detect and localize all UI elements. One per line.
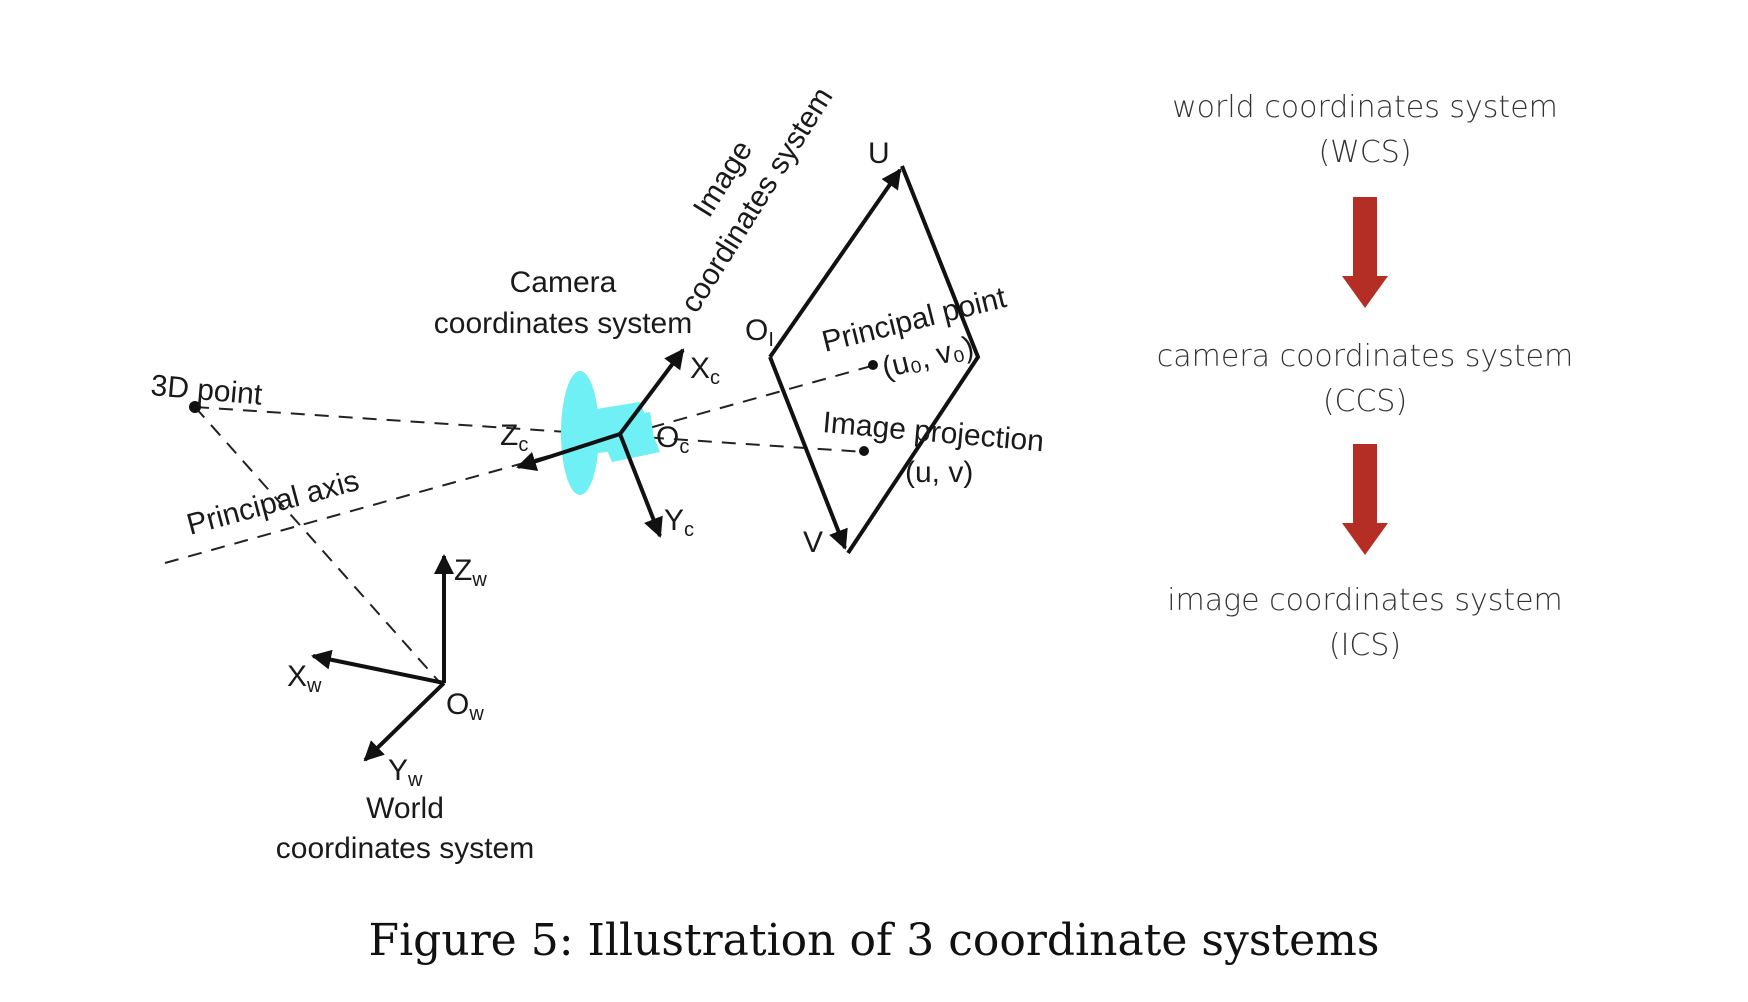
camera-system-label-line2: coordinates system <box>434 307 692 340</box>
3d-point-marker <box>189 401 201 413</box>
world-to-point-line <box>194 406 443 686</box>
figure-caption: Figure 5: Illustration of 3 coordinate s… <box>369 915 1380 966</box>
principal-point-marker <box>868 360 878 370</box>
xc-label: Xc <box>690 352 720 389</box>
flow-step-ics-line2: (ICS) <box>1329 628 1401 663</box>
yc-axis-arrow <box>618 433 663 538</box>
xw-axis-arrow <box>311 649 445 685</box>
v-label: V <box>803 526 823 559</box>
down-arrow-icon <box>1342 197 1388 308</box>
down-arrow-icon <box>1342 444 1388 555</box>
flow-step-wcs-line1: world coordinates system <box>1172 90 1558 125</box>
world-system-label-line2: coordinates system <box>276 832 534 865</box>
flow-panel: world coordinates system (WCS) camera co… <box>1157 90 1573 663</box>
image-plane-frame <box>846 165 981 555</box>
yc-label: Yc <box>664 504 694 541</box>
yw-axis-arrow <box>363 681 446 762</box>
3d-point-label: 3D point <box>149 369 264 412</box>
flow-step-wcs-line2: (WCS) <box>1318 135 1411 170</box>
zc-axis-arrow <box>516 432 621 471</box>
u-axis-arrow <box>768 168 902 359</box>
oi-label: OI <box>745 314 774 351</box>
xc-axis-arrow <box>618 348 685 436</box>
flow-step-ics-line1: image coordinates system <box>1167 583 1563 618</box>
image-projection-marker <box>859 446 869 456</box>
zc-label: Zc <box>500 419 528 456</box>
principal-axis-line <box>164 364 876 564</box>
camera-system-label-line1: Camera <box>510 266 617 299</box>
camera-icon <box>561 371 660 495</box>
image-projection-coords: (u, v) <box>905 456 973 489</box>
ow-label: Ow <box>446 688 484 725</box>
image-system-label: Image coordinates system <box>674 82 839 319</box>
xw-label: Xw <box>287 660 322 697</box>
oc-label: Oc <box>656 421 689 458</box>
world-system-label-line1: World <box>366 792 444 825</box>
yw-label: Yw <box>388 754 423 791</box>
principal-axis-label: Principal axis <box>183 464 362 542</box>
flow-step-ccs-line1: camera coordinates system <box>1157 339 1573 374</box>
projection-ray <box>194 406 866 453</box>
zw-label: Zw <box>454 554 487 591</box>
v-axis-arrow <box>768 356 848 550</box>
u-label: U <box>868 137 890 170</box>
flow-step-ccs-line2: (CCS) <box>1323 384 1407 419</box>
